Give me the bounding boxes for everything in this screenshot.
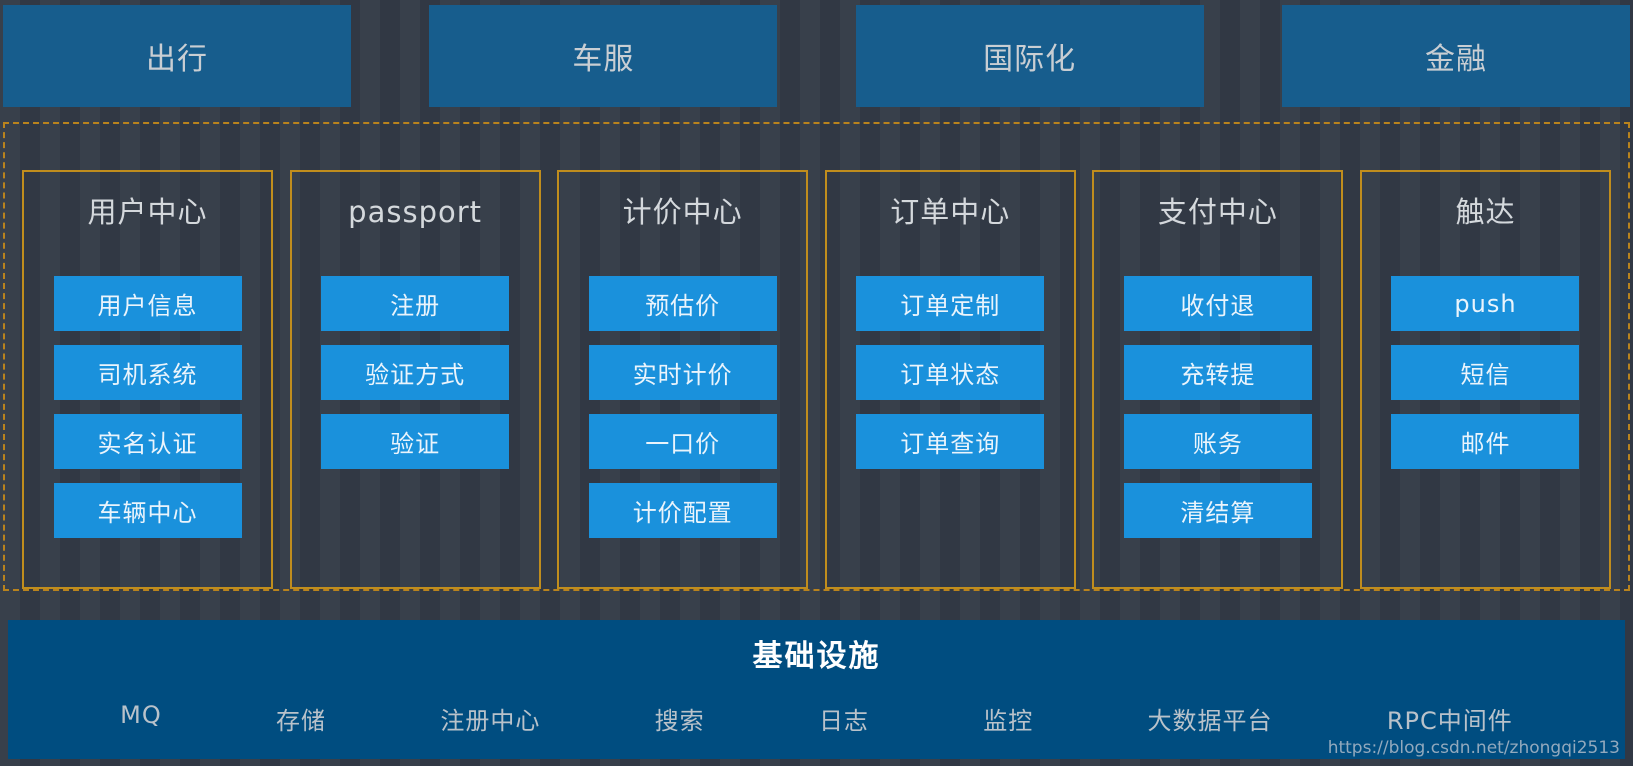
- infrastructure-item: MQ: [120, 701, 162, 729]
- business-line-label: 车服: [572, 42, 635, 77]
- service-block: 注册: [321, 276, 510, 331]
- infrastructure-item: 搜索: [654, 707, 705, 735]
- service-list: 订单定制订单状态订单查询: [856, 276, 1045, 469]
- service-block: 验证: [321, 414, 510, 469]
- platform-column-user-center: 用户中心用户信息司机系统实名认证车辆中心: [22, 170, 273, 589]
- business-line-car-service: 车服: [429, 5, 778, 107]
- business-line-international: 国际化: [855, 5, 1204, 107]
- service-block: 充转提: [1123, 345, 1312, 400]
- infrastructure-item: 日志: [818, 707, 869, 735]
- service-block: 订单定制: [856, 276, 1045, 331]
- platform-column-order-center: 订单中心订单定制订单状态订单查询: [824, 170, 1076, 589]
- infrastructure-item: RPC中间件: [1386, 707, 1513, 735]
- infrastructure-item: 存储: [276, 707, 327, 735]
- business-line-finance: 金融: [1281, 5, 1630, 107]
- infrastructure-title: 基础设施: [752, 639, 881, 674]
- service-block: 计价配置: [588, 483, 777, 538]
- infrastructure-item: 监控: [983, 707, 1034, 735]
- service-list: 用户信息司机系统实名认证车辆中心: [53, 276, 242, 538]
- infrastructure-item: 注册中心: [440, 707, 541, 735]
- service-block: 短信: [1391, 345, 1580, 400]
- platform-column-reach: 触达 push 短信邮件: [1359, 170, 1611, 589]
- service-block: 账务: [1123, 414, 1312, 469]
- infrastructure-item: 大数据平台: [1147, 707, 1273, 735]
- service-block: 一口价: [588, 414, 777, 469]
- service-block: 订单查询: [856, 414, 1045, 469]
- service-block: 实名认证: [53, 414, 242, 469]
- service-block: 清结算: [1123, 483, 1312, 538]
- service-block: 验证方式: [321, 345, 510, 400]
- business-line-label: 国际化: [983, 42, 1077, 77]
- service-block: 邮件: [1391, 414, 1580, 469]
- service-block: 收付退: [1123, 276, 1312, 331]
- service-block: 预估价: [588, 276, 777, 331]
- service-block: 用户信息: [53, 276, 242, 331]
- service-block: 实时计价: [588, 345, 777, 400]
- platform-column-payment-center: 支付中心收付退充转提账务清结算: [1092, 170, 1344, 589]
- business-lines-row: 出行 车服 国际化 金融: [0, 0, 1633, 107]
- platform-column-pricing-center: 计价中心预估价实时计价一口价计价配置: [557, 170, 809, 589]
- business-line-label: 出行: [146, 42, 208, 77]
- service-list: 预估价实时计价一口价计价配置: [588, 276, 777, 538]
- service-block: 车辆中心: [53, 483, 242, 538]
- column-title: 支付中心: [1157, 195, 1278, 229]
- service-list: 注册验证方式验证: [321, 276, 510, 469]
- platform-column-passport: passport 注册验证方式验证: [289, 170, 541, 589]
- service-block: 订单状态: [856, 345, 1045, 400]
- column-title: 订单中心: [890, 195, 1011, 229]
- column-title: 用户中心: [87, 195, 208, 229]
- service-list: 收付退充转提账务清结算: [1123, 276, 1312, 538]
- infrastructure-items-row: MQ 存储 注册中心 搜索 日志 监控 大数据平台 RPC中间件: [8, 701, 1625, 736]
- service-list: push 短信邮件: [1391, 276, 1580, 469]
- column-title: 计价中心: [622, 195, 743, 229]
- service-block: push: [1391, 276, 1580, 331]
- column-title: 触达: [1455, 195, 1516, 229]
- business-line-label: 金融: [1424, 42, 1487, 77]
- column-title: passport: [348, 195, 483, 229]
- infrastructure-bar: 基础设施 MQ 存储 注册中心 搜索 日志 监控 大数据平台 RPC中间件 https://b…: [8, 620, 1625, 759]
- business-line-travel: 出行: [3, 5, 351, 107]
- service-block: 司机系统: [53, 345, 242, 400]
- watermark-url: https://blog.csdn.net/zhongqi2513: [1327, 738, 1620, 758]
